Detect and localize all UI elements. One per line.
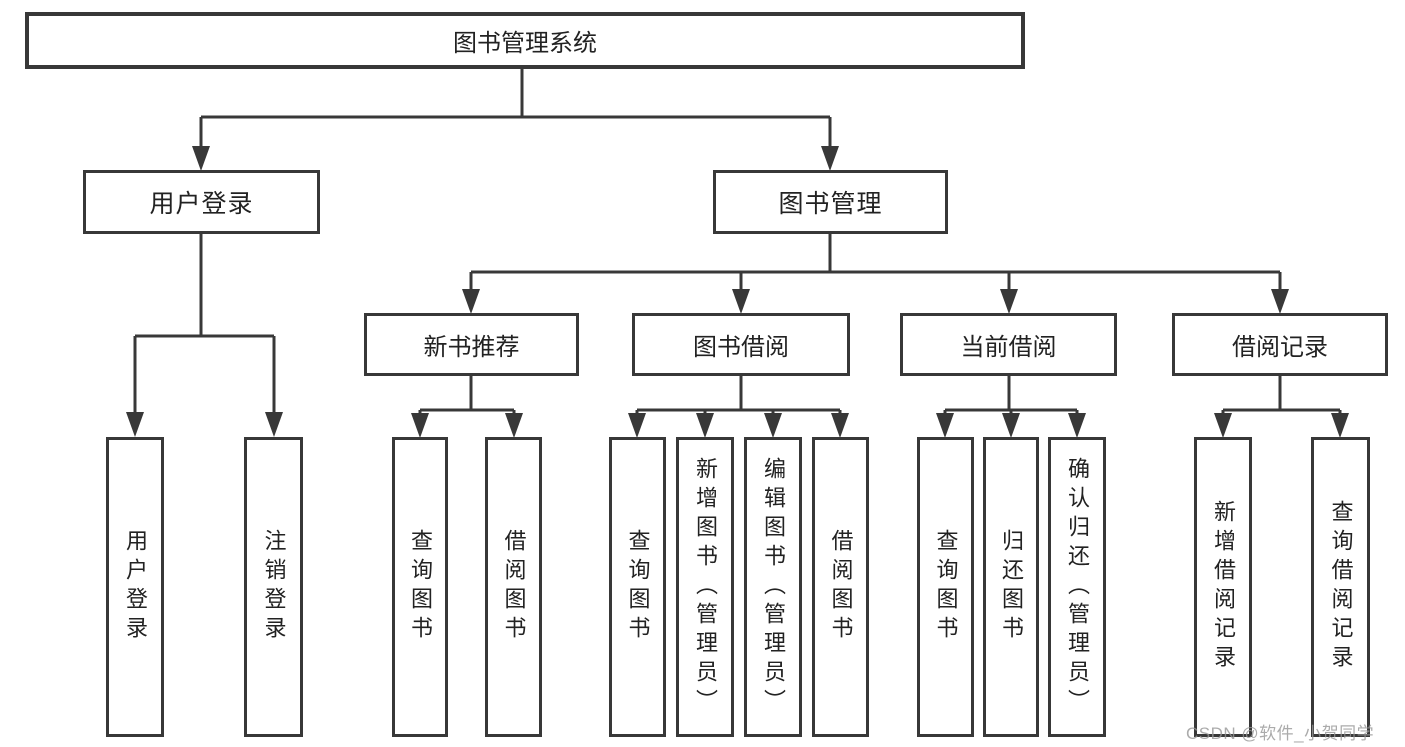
leaf-query-books-current: 查询图书 (917, 437, 974, 737)
leaf-edit-book-admin: 编辑图书（管理员） (744, 437, 802, 737)
node-borrowing-records: 借阅记录 (1172, 313, 1388, 376)
node-user-login: 用户登录 (83, 170, 320, 234)
node-label: 查询图书 (408, 529, 433, 645)
leaf-borrow-books-recommend: 借阅图书 (485, 437, 542, 737)
leaf-query-books-borrowing: 查询图书 (609, 437, 666, 737)
node-book-borrowing: 图书借阅 (632, 313, 850, 376)
connector-current-borrow-group (936, 375, 1086, 438)
connector-book-management-to-level3 (462, 233, 1289, 314)
node-current-borrowing: 当前借阅 (900, 313, 1117, 376)
connector-user-login-group (126, 233, 283, 437)
connector-book-borrow-group (628, 375, 849, 438)
node-library-management-system: 图书管理系统 (25, 12, 1025, 69)
leaf-add-borrow-record: 新增借阅记录 (1194, 437, 1252, 737)
node-label: 图书管理系统 (453, 30, 597, 57)
node-label: 查询借阅记录 (1328, 500, 1354, 674)
leaf-logout: 注销登录 (244, 437, 303, 737)
node-book-management: 图书管理 (713, 170, 948, 234)
connector-root-to-level2 (192, 68, 839, 171)
node-label: 归还图书 (999, 529, 1024, 645)
node-label: 查询图书 (625, 529, 651, 645)
node-label: 图书管理 (778, 190, 883, 218)
watermark: CSDN @软件_小贺同学 (1186, 724, 1375, 743)
node-label: 确认归还（管理员） (1065, 456, 1090, 718)
leaf-add-book-admin: 新增图书（管理员） (676, 437, 734, 737)
connector-new-book-rec-group (411, 375, 523, 438)
node-label: 图书借阅 (693, 334, 789, 361)
node-label: 当前借阅 (960, 334, 1057, 361)
node-label: 借阅图书 (501, 529, 527, 645)
node-label: 用户登录 (123, 529, 148, 645)
connector-borrow-record-group (1214, 375, 1349, 438)
leaf-query-books-recommend: 查询图书 (392, 437, 448, 737)
leaf-return-book: 归还图书 (983, 437, 1039, 737)
leaf-confirm-return-admin: 确认归还（管理员） (1048, 437, 1106, 737)
node-label: 借阅记录 (1232, 334, 1328, 361)
node-label: 查询图书 (933, 529, 959, 645)
leaf-user-login: 用户登录 (106, 437, 164, 737)
node-label: 注销登录 (261, 529, 287, 645)
node-label: 借阅图书 (828, 529, 854, 645)
node-label: 新书推荐 (423, 334, 520, 361)
node-label: 新增图书（管理员） (693, 456, 718, 718)
node-label: 编辑图书（管理员） (761, 456, 786, 718)
node-new-book-recommend: 新书推荐 (364, 313, 579, 376)
leaf-borrow-books: 借阅图书 (812, 437, 869, 737)
node-label: 新增借阅记录 (1211, 500, 1236, 674)
node-label: 用户登录 (149, 190, 254, 218)
leaf-query-borrow-record: 查询借阅记录 (1311, 437, 1370, 737)
